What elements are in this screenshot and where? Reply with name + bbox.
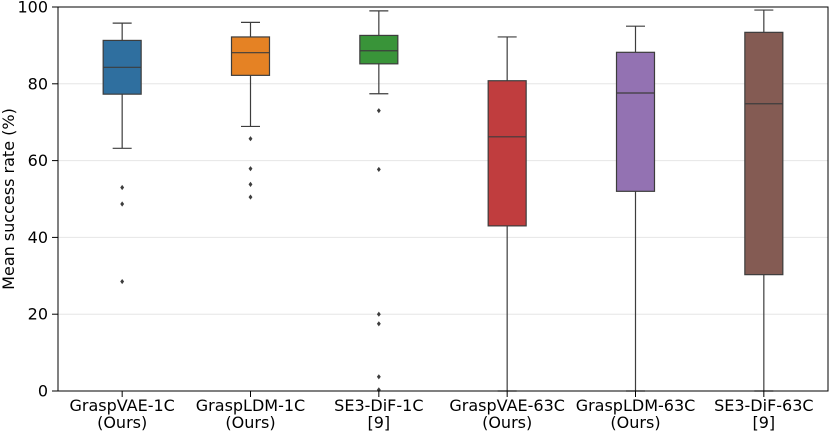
boxes — [102, 9, 784, 393]
outlier-point — [376, 374, 381, 380]
x-tick-label: GraspVAE-63C — [449, 396, 565, 415]
x-tick-sublabel: (Ours) — [225, 413, 275, 431]
y-tick-label: 0 — [38, 382, 48, 401]
plot-frame — [57, 6, 829, 392]
y-tick-label: 100 — [17, 0, 48, 17]
y-axis-title: Mean success rate (%) — [0, 108, 18, 290]
y-axis-ticks: 0 20 40 60 80 100 — [17, 0, 58, 401]
outlier-point — [376, 108, 381, 114]
box-group — [487, 36, 527, 392]
box-iqr — [487, 80, 527, 227]
x-axis-ticks: GraspVAE-1C(Ours)GraspLDM-1C(Ours)SE3-Di… — [69, 391, 814, 431]
outlier-point — [120, 278, 125, 285]
y-tick-label: 40 — [28, 228, 48, 247]
x-tick-sublabel: [9] — [752, 413, 775, 431]
x-tick-sublabel: (Ours) — [97, 413, 147, 431]
x-tick-label: SE3-DiF-63C — [714, 396, 814, 415]
box-iqr — [359, 34, 399, 65]
box-group — [359, 10, 399, 393]
y-tick-label: 20 — [28, 305, 48, 324]
x-tick-sublabel: (Ours) — [610, 413, 660, 431]
x-tick-sublabel: (Ours) — [482, 413, 532, 431]
outlier-point — [376, 311, 381, 317]
x-tick-label: GraspLDM-63C — [576, 396, 696, 415]
outlier-point — [376, 321, 381, 327]
outlier-point — [120, 184, 125, 191]
outlier-point — [248, 166, 253, 172]
box-iqr — [230, 36, 271, 76]
x-tick-label: GraspLDM-1C — [196, 396, 305, 415]
outlier-point — [248, 181, 253, 188]
grid-lines — [58, 6, 828, 392]
box-group — [615, 25, 656, 392]
outlier-point — [248, 194, 253, 200]
box-iqr — [615, 51, 656, 192]
y-tick-label: 60 — [28, 151, 48, 170]
outlier-point — [376, 166, 381, 173]
x-tick-label: GraspVAE-1C — [69, 396, 174, 415]
x-tick-sublabel: [9] — [367, 413, 390, 431]
outlier-point — [120, 201, 125, 207]
box-iqr — [744, 31, 784, 276]
x-tick-label: SE3-DiF-1C — [334, 396, 423, 415]
box-group — [744, 9, 784, 392]
box-group — [102, 22, 142, 285]
outlier-point — [248, 136, 253, 142]
y-tick-label: 80 — [28, 74, 48, 93]
box-group — [230, 21, 271, 200]
